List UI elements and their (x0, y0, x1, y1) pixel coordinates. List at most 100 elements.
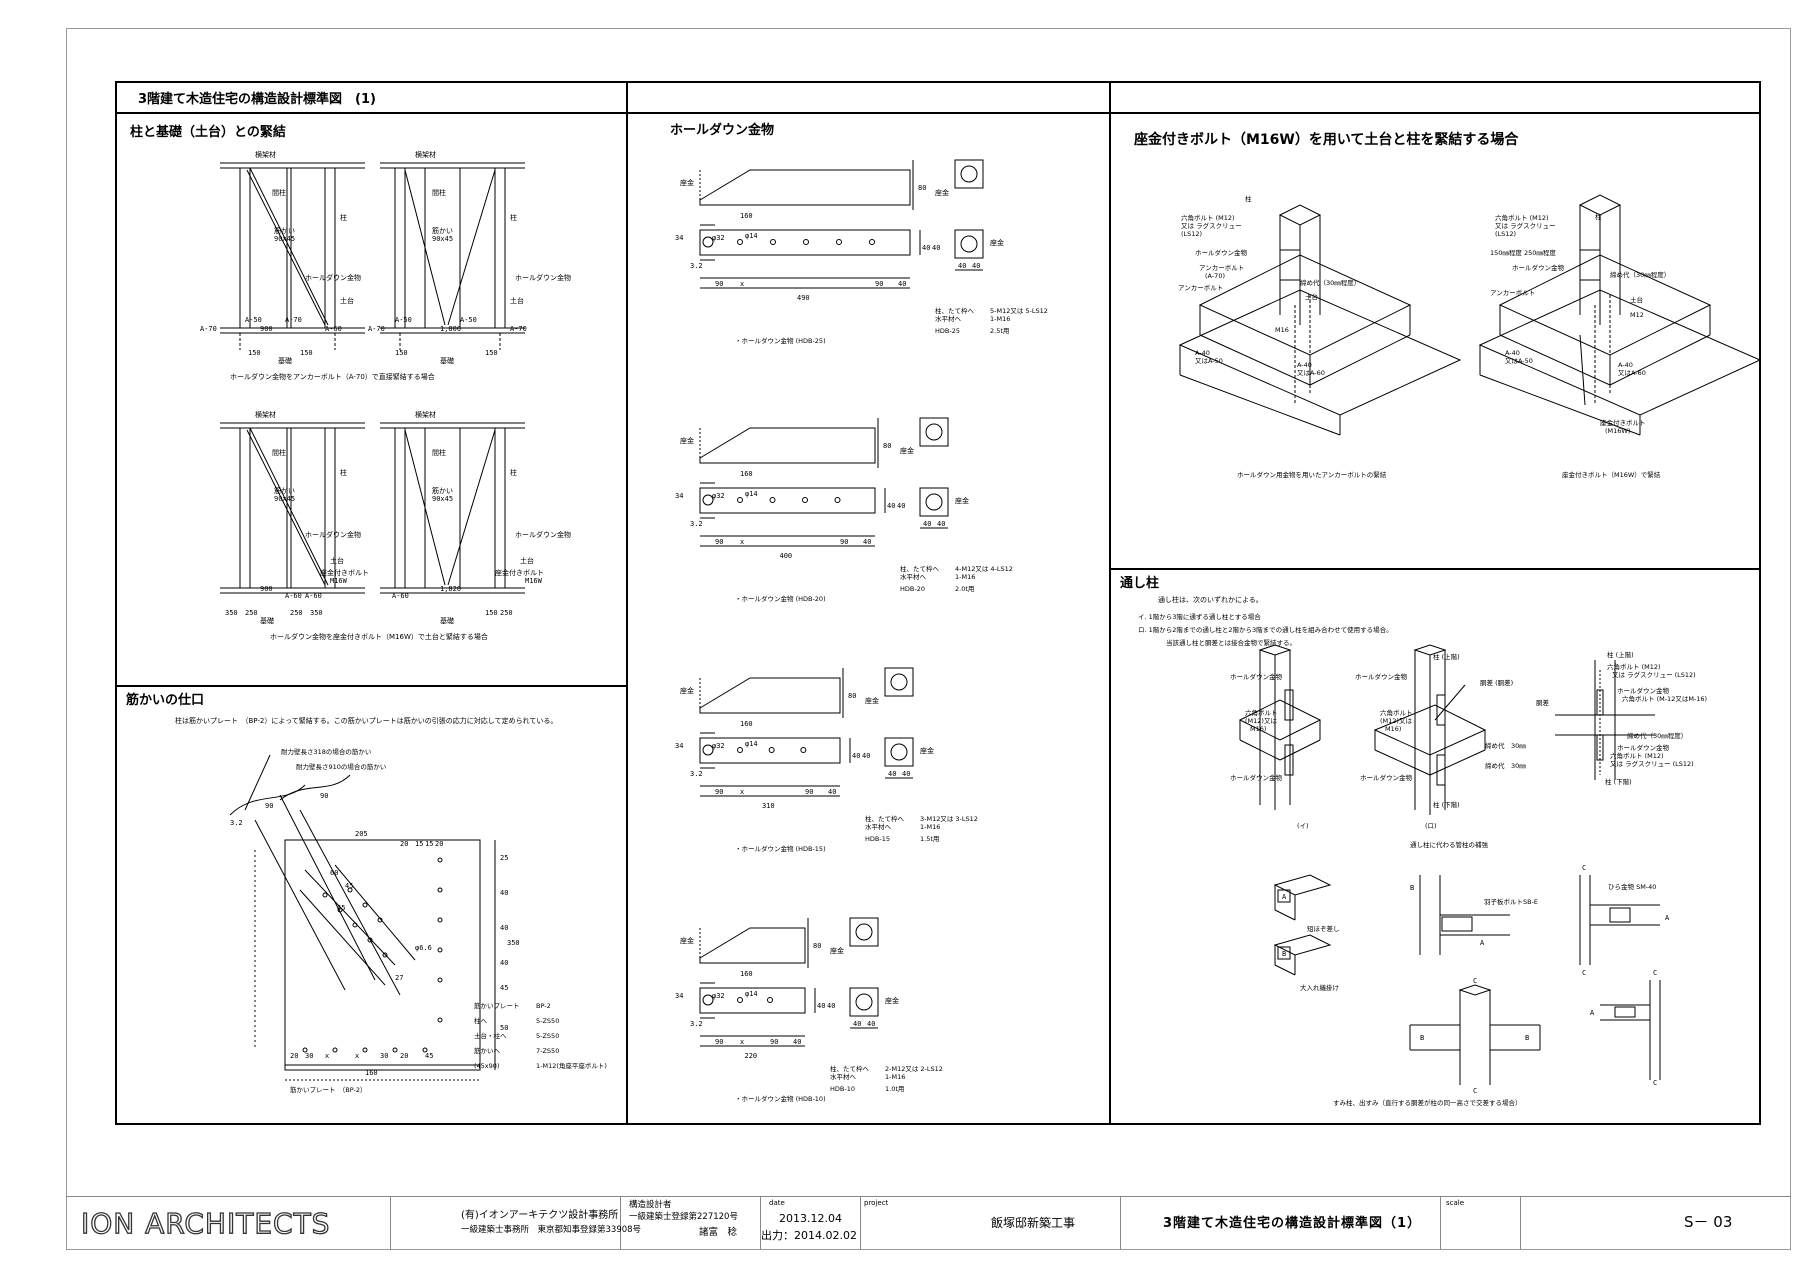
svg-text:座金: 座金 (990, 238, 1004, 247)
svg-text:間柱: 間柱 (272, 188, 286, 197)
date-label: date (769, 1199, 785, 1207)
svg-text:45: 45 (500, 984, 508, 992)
svg-text:40: 40 (827, 1002, 835, 1010)
toshibashira-iso-ro (1373, 644, 1487, 815)
svg-text:座金: 座金 (955, 496, 969, 505)
svg-text:40: 40 (887, 502, 895, 510)
holdown-code: HDB-15 (865, 835, 890, 843)
drawing-frame (115, 81, 1761, 1125)
holdown-caption: ・ホールダウン金物 (HDB-25) (735, 337, 826, 345)
svg-text:A: A (1480, 939, 1485, 947)
holdown-fix-spec: 3-M12又は 3-LS12 (920, 815, 978, 823)
svg-text:3.2: 3.2 (690, 1020, 703, 1028)
svg-text:80: 80 (848, 692, 856, 700)
svg-text:50: 50 (500, 1024, 508, 1032)
section-title-hashira-kiso: 柱と基礎（土台）との緊結 (130, 125, 286, 140)
sheet-number: S－ 03 (1684, 1213, 1733, 1231)
section-title-zagane: 座金付きボルト（M16W）を用いて土台と柱を緊結する場合 (1134, 132, 1519, 148)
svg-text:27: 27 (395, 974, 403, 982)
svg-text:40: 40 (500, 924, 508, 932)
svg-text:1,820: 1,820 (440, 585, 461, 593)
svg-text:90: 90 (715, 538, 723, 546)
svg-text:A-70: A-70 (285, 316, 302, 324)
holdown-code: HDB-10 (830, 1085, 855, 1093)
svg-text:90: 90 (805, 788, 813, 796)
svg-text:間柱: 間柱 (432, 448, 446, 457)
holdown-side-label: 柱、たて枠へ (900, 565, 939, 573)
svg-text:3.2: 3.2 (230, 819, 243, 827)
svg-text:x: x (740, 280, 744, 288)
svg-text:205: 205 (355, 830, 368, 838)
svg-text:A: A (1282, 893, 1287, 901)
project-label: project (864, 1199, 889, 1207)
svg-text:φ14: φ14 (745, 232, 758, 240)
svg-text:15: 15 (415, 840, 423, 848)
holdown-capacity: 1.0t用 (885, 1085, 905, 1093)
svg-text:3.2: 3.2 (690, 770, 703, 778)
label-318: 耐力壁長さ318の場合の筋かい (281, 748, 372, 756)
svg-text:φ14: φ14 (745, 740, 758, 748)
svg-text:350: 350 (225, 609, 238, 617)
toshibashira-item-ro2: 当該通し柱と胴差とは接合金物で緊結する。 (1166, 639, 1296, 647)
holdown-fix-spec: 4-M12又は 4-LS12 (955, 565, 1013, 573)
holdown-fix2-spec: 1-M16 (990, 315, 1011, 323)
svg-text:900: 900 (260, 325, 273, 333)
holdown-caption: ・ホールダウン金物 (HDB-10) (735, 1095, 826, 1103)
svg-text:80: 80 (918, 184, 926, 192)
frame-diagram-m16w: 横架材横架材 間柱間柱 柱柱 筋かい90x45 筋かい90x45 ホールダウン金… (220, 410, 571, 625)
svg-text:基礎: 基礎 (260, 616, 274, 625)
office-name: (有)イオンアーキテクツ設計事務所 (461, 1210, 619, 1221)
svg-text:40: 40 (828, 788, 836, 796)
svg-text:250: 250 (245, 609, 258, 617)
svg-text:間柱: 間柱 (272, 448, 286, 457)
svg-text:90x45: 90x45 (274, 495, 295, 503)
toshibashira-caption-bottom: すみ柱、出すみ（直行する胴差が柱の同一高さで交差する場合） (1333, 1099, 1522, 1107)
svg-text:15: 15 (425, 840, 433, 848)
toshibashira-item-ro: ロ. 1階から2階までの通し柱と2階から3階までの通し柱を組み合わせて使用する場… (1138, 626, 1393, 634)
sheet-title: 3階建て木造住宅の構造設計標準図 (1) (138, 92, 376, 107)
svg-text:A-50: A-50 (245, 316, 262, 324)
svg-text:A-50: A-50 (460, 316, 477, 324)
holdown-fix2-spec: 1-M16 (885, 1073, 906, 1081)
designer-label: 構造設計者 (629, 1200, 672, 1210)
section-title-toshibashira: 通し柱 (1120, 576, 1160, 591)
svg-text:φ14: φ14 (745, 490, 758, 498)
divider-1 (626, 81, 628, 1125)
svg-text:40: 40 (902, 770, 910, 778)
svg-text:座金: 座金 (935, 188, 949, 197)
caption-m16w: ホールダウン金物を座金付きボルト（M16W）で土台と緊結する場合 (270, 633, 488, 641)
svg-text:φ32: φ32 (712, 742, 725, 750)
holdown-fix-spec: 5-M12又は 5-LS12 (990, 307, 1048, 315)
svg-text:45: 45 (425, 1052, 433, 1060)
svg-text:座金: 座金 (680, 178, 694, 187)
designer-name: 諸富 稔 (699, 1227, 738, 1238)
svg-text:350: 350 (310, 609, 323, 617)
svg-text:34: 34 (675, 492, 683, 500)
svg-text:A-60: A-60 (325, 325, 342, 333)
svg-text:φ32: φ32 (712, 992, 725, 1000)
svg-text:横架材: 横架材 (415, 410, 436, 419)
svg-text:B: B (1525, 1034, 1529, 1042)
svg-text:150: 150 (485, 609, 498, 617)
section-title-holdown: ホールダウン金物 (670, 123, 775, 138)
svg-text:40: 40 (793, 1038, 801, 1046)
svg-text:40: 40 (937, 520, 945, 528)
tb-drawing-title-cell: 3階建て木造住宅の構造設計標準図（1） (1121, 1197, 1441, 1250)
output-date: 出力：2014.02.02 (761, 1229, 857, 1242)
svg-text:A-70: A-70 (368, 325, 385, 333)
holdown-side-label: 柱、たて枠へ (830, 1065, 869, 1073)
holdown-capacity: 1.5t用 (920, 835, 940, 843)
toshibashira-item-i: イ. 1階から3階に通ずる通し柱とする場合 (1138, 613, 1261, 621)
svg-text:34: 34 (675, 742, 683, 750)
svg-text:45: 45 (345, 882, 353, 890)
svg-text:x: x (740, 788, 744, 796)
svg-text:900: 900 (260, 585, 273, 593)
svg-text:40: 40 (958, 262, 966, 270)
holdown-code: HDB-20 (900, 585, 925, 593)
svg-text:150: 150 (485, 349, 498, 357)
scale-label: scale (1446, 1199, 1465, 1207)
svg-text:40: 40 (817, 1002, 825, 1010)
svg-text:20: 20 (400, 840, 408, 848)
